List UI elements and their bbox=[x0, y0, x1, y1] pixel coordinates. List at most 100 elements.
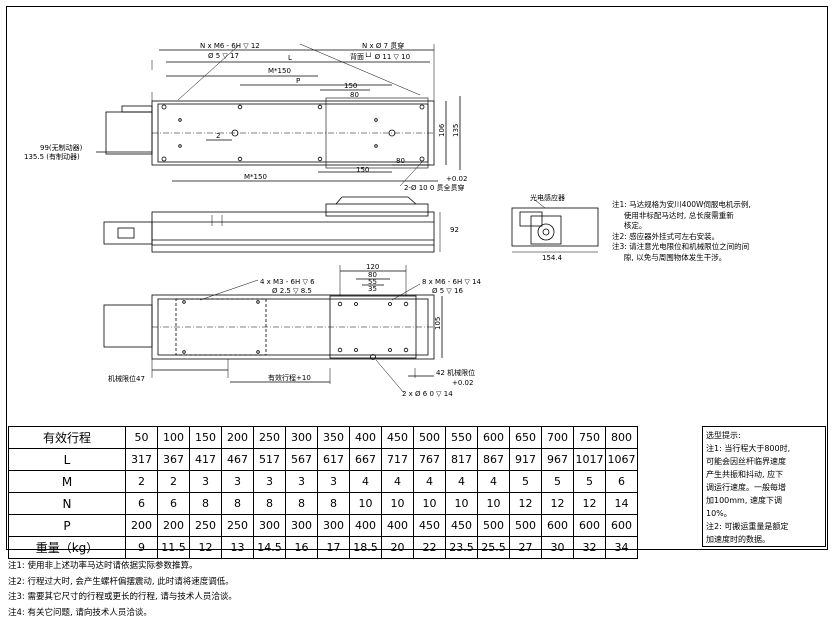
table-cell: 450 bbox=[445, 514, 478, 537]
callout-m6-slider: 8 x M6 - 6H ▽ 14 bbox=[422, 278, 482, 286]
tips-line: 10%。 bbox=[706, 509, 732, 518]
top-view bbox=[96, 43, 461, 187]
table-cell: 20 bbox=[381, 536, 414, 559]
table-cell: 18.5 bbox=[349, 536, 382, 559]
table-cell: 10 bbox=[381, 492, 414, 515]
dim-L: L bbox=[288, 54, 292, 62]
dim-2: 2 bbox=[216, 132, 220, 140]
pin-hole-top: 2-Ø 10 0 贯全贯穿 bbox=[404, 183, 465, 192]
table-cell: 150 bbox=[189, 426, 222, 449]
selection-tips: 选型提示: 注1: 当行程大于800时, 可能会因丝杆临界速度 产生共振和抖动,… bbox=[702, 426, 826, 547]
table-cell: 8 bbox=[285, 492, 318, 515]
tips-line: 注1: 当行程大于800时, bbox=[706, 444, 791, 453]
table-cell: 200 bbox=[221, 426, 254, 449]
motor-length-brake: 135.5 (有制动器) bbox=[24, 152, 80, 161]
drawing-note: 注1: 马达规格为安川400W伺服电机示例, bbox=[612, 200, 751, 209]
table-cell: 650 bbox=[509, 426, 542, 449]
table-cell: 8 bbox=[221, 492, 254, 515]
table-cell: 17 bbox=[317, 536, 350, 559]
motor-bottom bbox=[103, 304, 153, 348]
table-cell: 300 bbox=[253, 514, 286, 537]
tips-title: 选型提示: bbox=[706, 431, 741, 440]
table-cell: 9 bbox=[125, 536, 158, 559]
table-cell: 300 bbox=[285, 426, 318, 449]
callout-dia5-top: Ø 5 ▽ 17 bbox=[208, 52, 239, 60]
table-cell: 10 bbox=[349, 492, 382, 515]
table-cell: 10 bbox=[477, 492, 510, 515]
end-profile bbox=[511, 207, 599, 247]
actuator-body-side bbox=[151, 211, 435, 253]
table-cell: 200 bbox=[157, 514, 190, 537]
table-cell: 5 bbox=[573, 470, 606, 493]
technical-drawing: N x M6 - 6H ▽ 12 Ø 5 ▽ 17 L M*150 P N x … bbox=[24, 41, 599, 398]
table-cell: 3 bbox=[221, 470, 254, 493]
mech-limit-42: 42 机械限位 bbox=[436, 368, 475, 377]
table-cell: 3 bbox=[253, 470, 286, 493]
sensor-label: 光电感应器 bbox=[530, 193, 565, 202]
tips-line: 调运行速度。一般每增 bbox=[706, 483, 786, 492]
table-cell: 4 bbox=[349, 470, 382, 493]
table-cell: 16 bbox=[285, 536, 318, 559]
row-label: L bbox=[8, 448, 126, 471]
table-cell: 867 bbox=[477, 448, 510, 471]
table-cell: 12 bbox=[573, 492, 606, 515]
row-label: N bbox=[8, 492, 126, 515]
dim-P: P bbox=[296, 77, 300, 85]
dim-106: 106 bbox=[438, 123, 446, 137]
dim-80-slider: 80 bbox=[368, 271, 377, 279]
motor-length-no-brake: 99(无制动器) bbox=[40, 143, 83, 152]
table-cell: 6 bbox=[125, 492, 158, 515]
table-cell: 4 bbox=[381, 470, 414, 493]
table-cell: 500 bbox=[477, 514, 510, 537]
table-cell: 250 bbox=[189, 514, 222, 537]
table-cell: 8 bbox=[189, 492, 222, 515]
drawing-note: 使用非标配马达时, 总长度需重新 bbox=[612, 210, 734, 220]
row-label: 重量（kg） bbox=[8, 536, 126, 559]
footer-note: 注3: 需要其它尺寸的行程或更长的行程, 请与技术人员洽谈。 bbox=[8, 592, 237, 602]
callout-dia5-slider: Ø 5 ▽ 16 bbox=[432, 287, 463, 295]
table-cell: 12 bbox=[541, 492, 574, 515]
table-cell: 10 bbox=[445, 492, 478, 515]
dim-55: 55 bbox=[368, 278, 377, 286]
table-cell: 350 bbox=[317, 426, 350, 449]
table-cell: 817 bbox=[445, 448, 478, 471]
table-cell: 450 bbox=[413, 514, 446, 537]
side-view bbox=[103, 196, 441, 253]
drawing-note: 核定。 bbox=[612, 221, 647, 230]
table-cell: 250 bbox=[253, 426, 286, 449]
table-cell: 517 bbox=[253, 448, 286, 471]
tolerance-bottom: +0.02 bbox=[452, 379, 473, 387]
row-label: M bbox=[8, 470, 126, 493]
table-cell: 5 bbox=[509, 470, 542, 493]
drawing-note: 注3: 请注意光电限位和机械限位之间的间 bbox=[612, 242, 750, 251]
table-cell: 250 bbox=[221, 514, 254, 537]
mech-limit-47: 机械限位47 bbox=[108, 374, 145, 383]
table-cell: 3 bbox=[317, 470, 350, 493]
table-cell: 2 bbox=[125, 470, 158, 493]
table-cell: 50 bbox=[125, 426, 158, 449]
table-cell: 750 bbox=[573, 426, 606, 449]
footer-notes: 注1: 使用非上述功率马达时请依据实际参数推算。 注2: 行程过大时, 会产生螺… bbox=[8, 559, 237, 621]
table-cell: 6 bbox=[157, 492, 190, 515]
table-cell: 12 bbox=[509, 492, 542, 515]
dim-150-top: 150 bbox=[344, 82, 357, 90]
table-cell: 14.5 bbox=[253, 536, 286, 559]
table-cell: 667 bbox=[349, 448, 382, 471]
dim-80-bottom: 80 bbox=[396, 157, 405, 165]
footer-note: 注1: 使用非上述功率马达时请依据实际参数推算。 bbox=[8, 561, 198, 571]
footer-note: 注2: 行程过大时, 会产生螺杆偏摆震动, 此时请将速度调低。 bbox=[8, 576, 234, 587]
table-cell: 8 bbox=[317, 492, 350, 515]
callout-dia2-5: Ø 2.5 ▽ 8.5 bbox=[272, 287, 312, 295]
table-cell: 1067 bbox=[605, 448, 638, 471]
table-cell: 400 bbox=[349, 426, 382, 449]
table-cell: 600 bbox=[477, 426, 510, 449]
dim-92: 92 bbox=[450, 226, 459, 234]
tolerance-top: +0.02 bbox=[446, 175, 467, 183]
table-cell: 917 bbox=[509, 448, 542, 471]
table-cell: 12 bbox=[189, 536, 222, 559]
table-cell: 450 bbox=[381, 426, 414, 449]
